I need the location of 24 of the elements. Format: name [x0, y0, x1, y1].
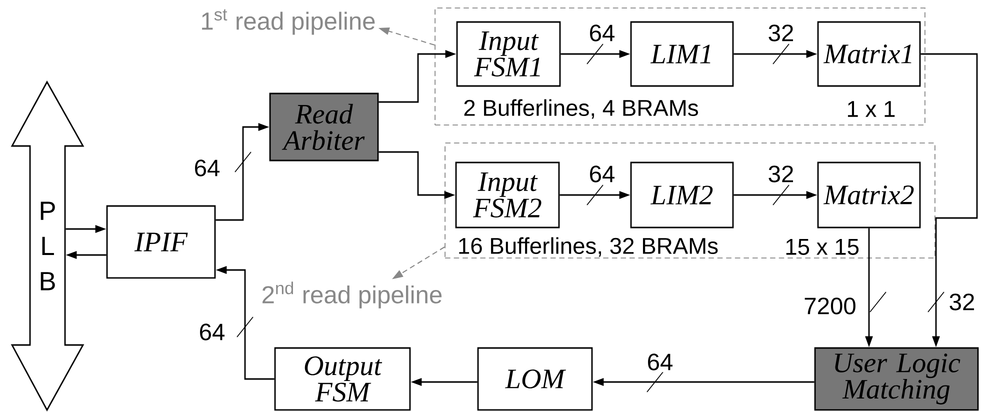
edge-label: 7200: [802, 296, 858, 316]
edge-label: 64: [587, 22, 617, 44]
block-box: IPIF: [106, 205, 216, 279]
block-box: Output FSM: [274, 347, 411, 411]
edge-label: 64: [197, 322, 227, 342]
edge-label: 64: [587, 164, 617, 184]
block-box: LIM1: [630, 21, 734, 87]
block-box: LOM: [477, 347, 593, 411]
pipeline-note: 2$^{nd}$ read pipeline: [262, 282, 442, 308]
block-box: User Logic Matching: [814, 347, 979, 411]
block-box: Matrix1: [817, 21, 921, 87]
block-box: Input FSM2: [455, 162, 560, 228]
block-box: Matrix2: [817, 162, 921, 228]
block-box: LIM2: [630, 162, 734, 228]
block-box: Read Arbiter: [269, 92, 379, 162]
size-label: 1 x 1: [848, 101, 895, 117]
edge-label: 32: [766, 164, 796, 184]
edge-label: 32: [766, 22, 796, 44]
block-box: Input FSM1: [456, 21, 561, 87]
size-label: 15 x 15: [786, 239, 859, 255]
pipeline-note: 1$^{st}$ read pipeline: [202, 9, 375, 35]
edge-label: 64: [192, 158, 222, 178]
edge-label: 64: [645, 352, 675, 372]
edge-label: 32: [947, 292, 977, 312]
